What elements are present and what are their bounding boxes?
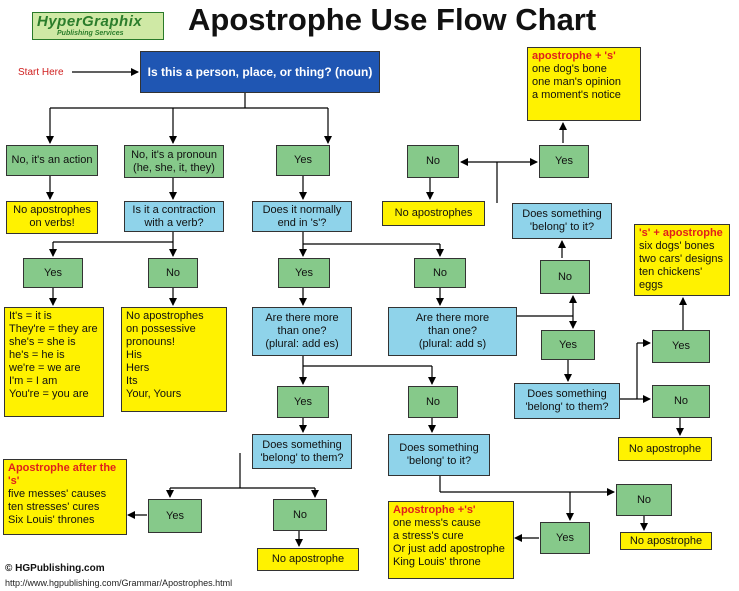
hypergraphix-logo: HyperGraphix Publishing Services	[32, 12, 164, 40]
result-no-apostrophe-3: No apostrophe	[618, 437, 712, 461]
question-more-than-one-es: Are there more than one? (plural: add es…	[252, 307, 352, 356]
answer-yes-mid: Yes	[541, 330, 595, 360]
answer-no-top: No	[407, 145, 459, 178]
start-here-label: Start Here	[18, 67, 64, 78]
answer-no-mid: No	[540, 260, 590, 294]
answer-yes-plural-es: Yes	[277, 386, 329, 418]
question-belong-to-it-top: Does something 'belong' to it?	[512, 203, 612, 239]
answer-no-action: No, it's an action	[6, 145, 98, 176]
answer-no-pronoun: No, it's a pronoun (he, she, it, they)	[124, 145, 224, 178]
source-url: http://www.hgpublishing.com/Grammar/Apos…	[5, 578, 233, 588]
answer-no-ends-s: No	[414, 258, 466, 288]
question-contraction: Is it a contraction with a verb?	[124, 201, 224, 232]
result-apostrophe-plus-s-es: Apostrophe +'s' one mess's cause a stres…	[388, 501, 514, 579]
result-possessive-pronouns: No apostrophes on possessive pronouns! H…	[121, 307, 227, 412]
answer-yes-ends-s: Yes	[278, 258, 330, 288]
answer-no-belong-them-es: No	[273, 499, 327, 531]
result-contractions: It's = it is They're = they are she's = …	[4, 307, 104, 417]
question-belong-to-it-es: Does something 'belong' to it?	[388, 434, 490, 476]
answer-yes-contraction: Yes	[23, 258, 83, 288]
page-title: Apostrophe Use Flow Chart	[188, 2, 597, 37]
result-s-plus-apostrophe: 's' + apostrophe six dogs' bones two car…	[634, 224, 730, 296]
question-belong-to-them-es: Does something 'belong' to them?	[252, 434, 352, 469]
result-no-apostrophe-1: No apostrophe	[257, 548, 359, 571]
answer-yes-top: Yes	[539, 145, 589, 178]
answer-yes-right: Yes	[652, 330, 710, 363]
result-apostrophe-after-s: Apostrophe after the 's' five messes' ca…	[3, 459, 127, 535]
answer-no-plural-es: No	[408, 386, 458, 418]
answer-no-right: No	[652, 385, 710, 418]
question-is-noun: Is this a person, place, or thing? (noun…	[140, 51, 380, 93]
answer-no-contraction: No	[148, 258, 198, 288]
answer-yes-belong-it-es: Yes	[540, 522, 590, 554]
copyright: © HGPublishing.com	[5, 563, 105, 574]
answer-no-belong-it-es: No	[616, 484, 672, 516]
answer-yes-noun: Yes	[276, 145, 330, 176]
result-apostrophe-plus-s: apostrophe + 's' one dog's bone one man'…	[527, 47, 641, 121]
result-no-apostrophes-top: No apostrophes	[382, 201, 485, 226]
question-more-than-one-s: Are there more than one? (plural: add s)	[388, 307, 517, 356]
result-no-apostrophes-verbs: No apostrophes on verbs!	[6, 201, 98, 234]
question-ends-in-s: Does it normally end in 's'?	[252, 201, 352, 232]
result-no-apostrophe-2: No apostrophe	[620, 532, 712, 550]
answer-yes-belong-them-es: Yes	[148, 499, 202, 533]
question-belong-to-them-right: Does something 'belong' to them?	[514, 383, 620, 419]
